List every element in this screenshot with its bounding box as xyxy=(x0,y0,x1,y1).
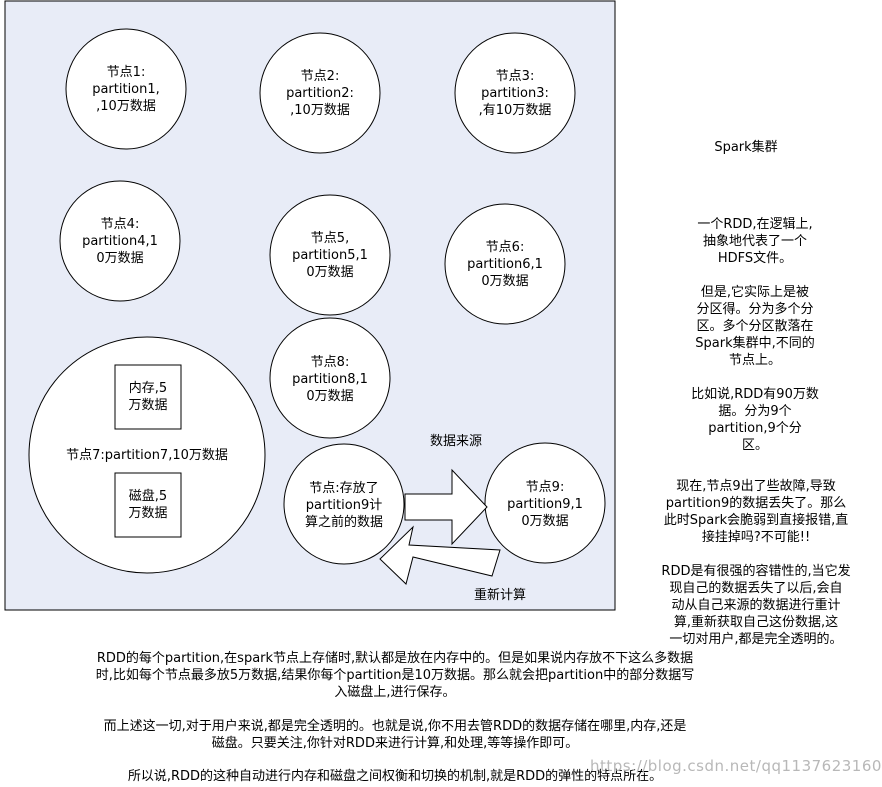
node8-circle xyxy=(269,317,391,439)
text-line: partition8,1 xyxy=(292,372,368,387)
text-line: 内存,5 xyxy=(129,380,167,396)
bottom-note-1: RDD的每个partition,在spark节点上存储时,默认都是放在内存中的。… xyxy=(95,651,695,700)
text-line: 节点5, xyxy=(311,231,349,246)
node6-text: 节点6: partition6,1 0万数据 xyxy=(467,240,543,289)
data-source-arrow xyxy=(404,468,488,546)
text-line: ,有10万数据 xyxy=(479,103,552,118)
node9-circle xyxy=(484,442,606,564)
source-node-text: 节点:存放了 partition9计算之前的数据 xyxy=(305,481,383,530)
text-line: 节点1: xyxy=(107,65,146,80)
node7-circle xyxy=(28,336,266,574)
text-line: 0万数据 xyxy=(306,265,353,280)
text-line: 磁盘,5 xyxy=(129,488,167,504)
side-note-3: 比如说,RDD有90万数 据。分为9个 partition,9个分 区。 xyxy=(691,387,819,453)
node1-circle xyxy=(65,28,187,150)
text-line: partition9,1 xyxy=(507,497,583,512)
text-line: partition1, xyxy=(92,82,160,97)
node9-text: 节点9: partition9,1 0万数据 xyxy=(507,480,583,529)
memory-box xyxy=(114,364,182,430)
node4-circle xyxy=(59,180,181,302)
node3-text: 节点3: partition3: ,有10万数据 xyxy=(479,69,552,118)
text-line: 万数据 xyxy=(128,398,167,413)
disk-box xyxy=(114,472,182,538)
text-line: 节点:存放了 xyxy=(309,481,378,496)
text-line: 节点2: xyxy=(301,69,340,84)
side-note-5: RDD是有很强的容错性的,当它发 现自己的数据丢失了以后,会自 动从自己来源的数… xyxy=(661,564,851,647)
text-line: partition9计 xyxy=(306,498,382,513)
text-line: 算之前的数据 xyxy=(305,514,383,530)
text-line: 节点9: xyxy=(526,480,565,495)
text-line: 节点4: xyxy=(101,217,140,232)
text-line: 节点6: xyxy=(486,240,525,255)
text-line: 万数据 xyxy=(128,506,167,521)
recompute-label: 重新计算 xyxy=(474,587,526,603)
node8-text: 节点8: partition8,1 0万数据 xyxy=(292,355,368,404)
text-line: partition6,1 xyxy=(467,257,543,272)
source-node-circle xyxy=(283,443,405,565)
text-line: 节点8: xyxy=(311,355,350,370)
text-line: partition3: xyxy=(481,86,549,101)
watermark: https://blog.csdn.net/qq1137623160 xyxy=(590,757,882,775)
memory-box-text: 内存,5 万数据 xyxy=(128,380,167,413)
text-line: 节点3: xyxy=(496,69,535,84)
text-line: ,10万数据 xyxy=(290,103,350,118)
bottom-note-2: 而上述这一切,对于用户来说,都是完全透明的。也就是说,你不用去管RDD的数据存储… xyxy=(103,719,687,751)
node3-circle xyxy=(454,32,576,154)
text-line: 0万数据 xyxy=(481,274,528,289)
text-line: partition5,1 xyxy=(292,248,368,263)
side-note-4: 现在,节点9出了些故障,导致 partition9的数据丢失了。那么 此时Spa… xyxy=(663,479,849,545)
text-line: ,10万数据 xyxy=(96,99,156,114)
data-source-label: 数据来源 xyxy=(430,434,482,449)
recompute-arrow xyxy=(379,525,501,585)
disk-box-text: 磁盘,5 万数据 xyxy=(128,488,167,521)
node2-circle xyxy=(259,32,381,154)
cluster-title: Spark集群 xyxy=(714,140,778,155)
node5-text: 节点5, partition5,1 0万数据 xyxy=(292,231,368,280)
bottom-note-3: 所以说,RDD的这种自动进行内存和磁盘之间权衡和切换的机制,就是RDD的弹性的特… xyxy=(127,769,663,784)
side-note-1: 一个RDD,在逻辑上, 抽象地代表了一个 HDFS文件。 xyxy=(697,217,813,266)
text-line: 0万数据 xyxy=(521,514,568,529)
node4-text: 节点4: partition4,1 0万数据 xyxy=(82,217,158,266)
text-line: partition4,1 xyxy=(82,234,158,249)
text-line: 0万数据 xyxy=(306,389,353,404)
text-line: partition2: xyxy=(286,86,354,101)
node6-circle xyxy=(444,203,566,325)
node1-text: 节点1: partition1, ,10万数据 xyxy=(92,65,160,114)
node5-circle xyxy=(269,194,391,316)
node7-label: 节点7:partition7,10万数据 xyxy=(66,448,228,463)
text-line: 0万数据 xyxy=(96,251,143,266)
node2-text: 节点2: partition2: ,10万数据 xyxy=(286,69,354,118)
side-note-2: 但是,它实际上是被 分区得。分为多个分 区。多个分区散落在 Spark集群中,不… xyxy=(695,285,815,368)
